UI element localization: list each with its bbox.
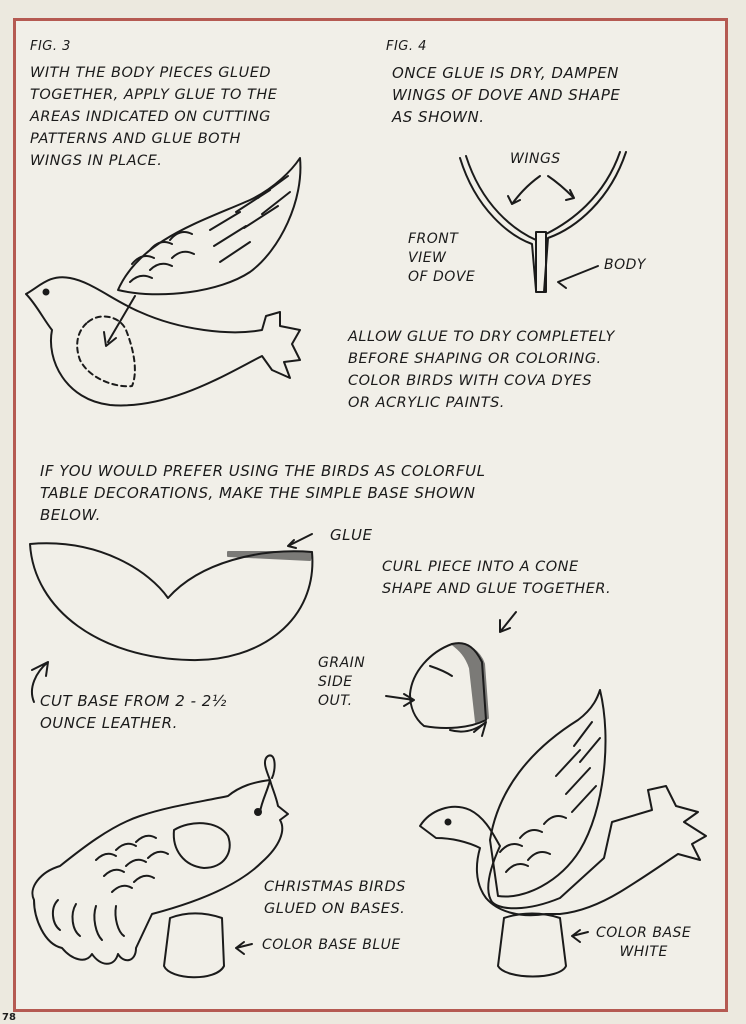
grain-label: GRAIN SIDE OUT. (318, 655, 366, 709)
fig3-dove-drawing (25, 157, 302, 407)
base-pattern-drawing (29, 533, 314, 703)
cut-base-text: CUT BASE FROM 2 - 2½ OUNCE LEATHER. (40, 692, 227, 732)
page-number: 78 (2, 1012, 16, 1023)
fig4-label: FIG. 4 (386, 39, 427, 54)
allow-glue-text: ALLOW GLUE TO DRY COMPLETELY BEFORE SHAP… (348, 329, 615, 411)
christmas-birds-text: CHRISTMAS BIRDS GLUED ON BASES. (264, 879, 406, 917)
glue-label: GLUE (330, 526, 373, 544)
color-base-blue-label: COLOR BASE BLUE (262, 937, 401, 953)
fig3-label: FIG. 3 (30, 39, 71, 54)
fig4-front-view-drawing (459, 151, 627, 293)
fig3-instructions: WITH THE BODY PIECES GLUED TOGETHER, APP… (30, 65, 278, 169)
prefer-text: IF YOU WOULD PREFER USING THE BIRDS AS C… (40, 462, 486, 524)
curl-text: CURL PIECE INTO A CONE SHAPE AND GLUE TO… (382, 559, 612, 597)
cone-drawing (385, 611, 517, 737)
page-frame (13, 18, 728, 1012)
fig4-instructions: ONCE GLUE IS DRY, DAMPEN WINGS OF DOVE A… (392, 64, 621, 126)
color-base-white-label: COLOR BASE WHITE (596, 925, 692, 960)
quail-on-base-drawing (31, 754, 289, 979)
dove-on-base-drawing (419, 689, 707, 978)
body-label: BODY (604, 257, 646, 273)
front-view-label: FRONT VIEW OF DOVE (408, 231, 476, 285)
wings-label: WINGS (510, 151, 561, 167)
